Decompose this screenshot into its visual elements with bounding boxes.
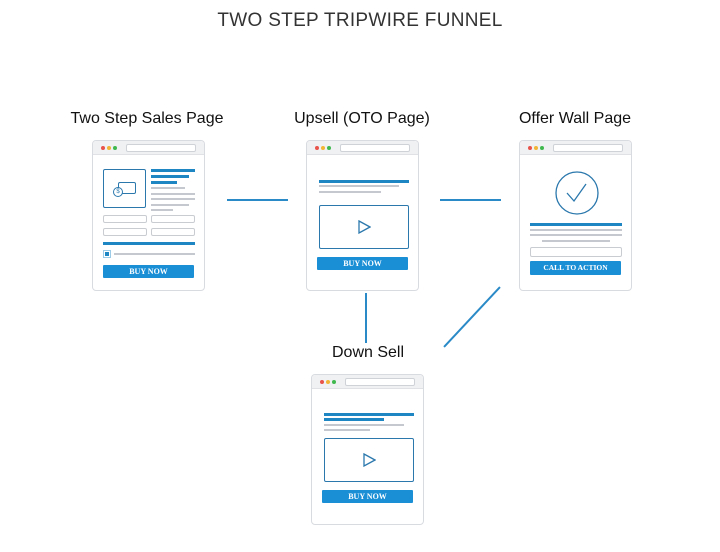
- buy-now-button: BUY NOW: [103, 265, 194, 278]
- dollar-coin-icon: $: [113, 187, 123, 197]
- browser-bar: [307, 141, 418, 155]
- browser-bar: [312, 375, 423, 389]
- offer-wall-page-mockup: CALL TO ACTION: [519, 140, 632, 291]
- checkmark-circle-icon: [555, 171, 599, 215]
- label-down-sell: Down Sell: [331, 344, 405, 361]
- call-to-action-button: CALL TO ACTION: [530, 261, 621, 275]
- input-field: [151, 215, 195, 223]
- checkbox-icon: [103, 250, 111, 258]
- buy-now-button: BUY NOW: [317, 257, 408, 270]
- down-sell-page-mockup: BUY NOW: [311, 374, 424, 525]
- browser-bar: [520, 141, 631, 155]
- video-box: [319, 205, 409, 249]
- input-field: [530, 247, 622, 257]
- label-upsell: Upsell (OTO Page): [294, 110, 430, 127]
- diagram-title: TWO STEP TRIPWIRE FUNNEL: [217, 10, 503, 31]
- connector-sales-upsell: [227, 199, 288, 201]
- connector-upsell-downsell: [365, 293, 367, 343]
- input-field: [103, 215, 147, 223]
- play-icon: [363, 453, 376, 467]
- connector-downsell-offerwall: [443, 286, 501, 348]
- play-icon: [358, 220, 371, 234]
- browser-bar: [93, 141, 204, 155]
- upsell-page-mockup: BUY NOW: [306, 140, 419, 291]
- label-offer-wall: Offer Wall Page: [518, 110, 632, 127]
- sales-page-mockup: $ BUY NOW: [92, 140, 205, 291]
- input-field: [151, 228, 195, 236]
- payment-image-box: $: [103, 169, 146, 208]
- label-two-step-sales-page: Two Step Sales Page: [70, 110, 224, 127]
- video-box: [324, 438, 414, 482]
- buy-now-button: BUY NOW: [322, 490, 413, 503]
- input-field: [103, 228, 147, 236]
- connector-upsell-offerwall: [440, 199, 501, 201]
